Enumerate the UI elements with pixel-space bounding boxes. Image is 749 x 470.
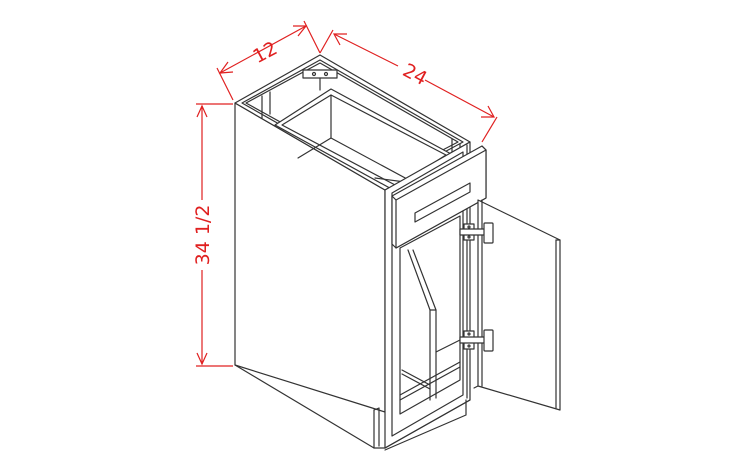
dimension-height: 34 1/2: [192, 103, 233, 367]
drawer-handle-recess: [414, 182, 471, 223]
height-label: 34 1/2: [192, 205, 214, 266]
width-label: 24: [399, 59, 431, 90]
hinge-bottom: [459, 329, 494, 352]
hinge-top: [459, 222, 494, 244]
cabinet-door: [473, 199, 561, 411]
drawer-front: [391, 145, 487, 249]
